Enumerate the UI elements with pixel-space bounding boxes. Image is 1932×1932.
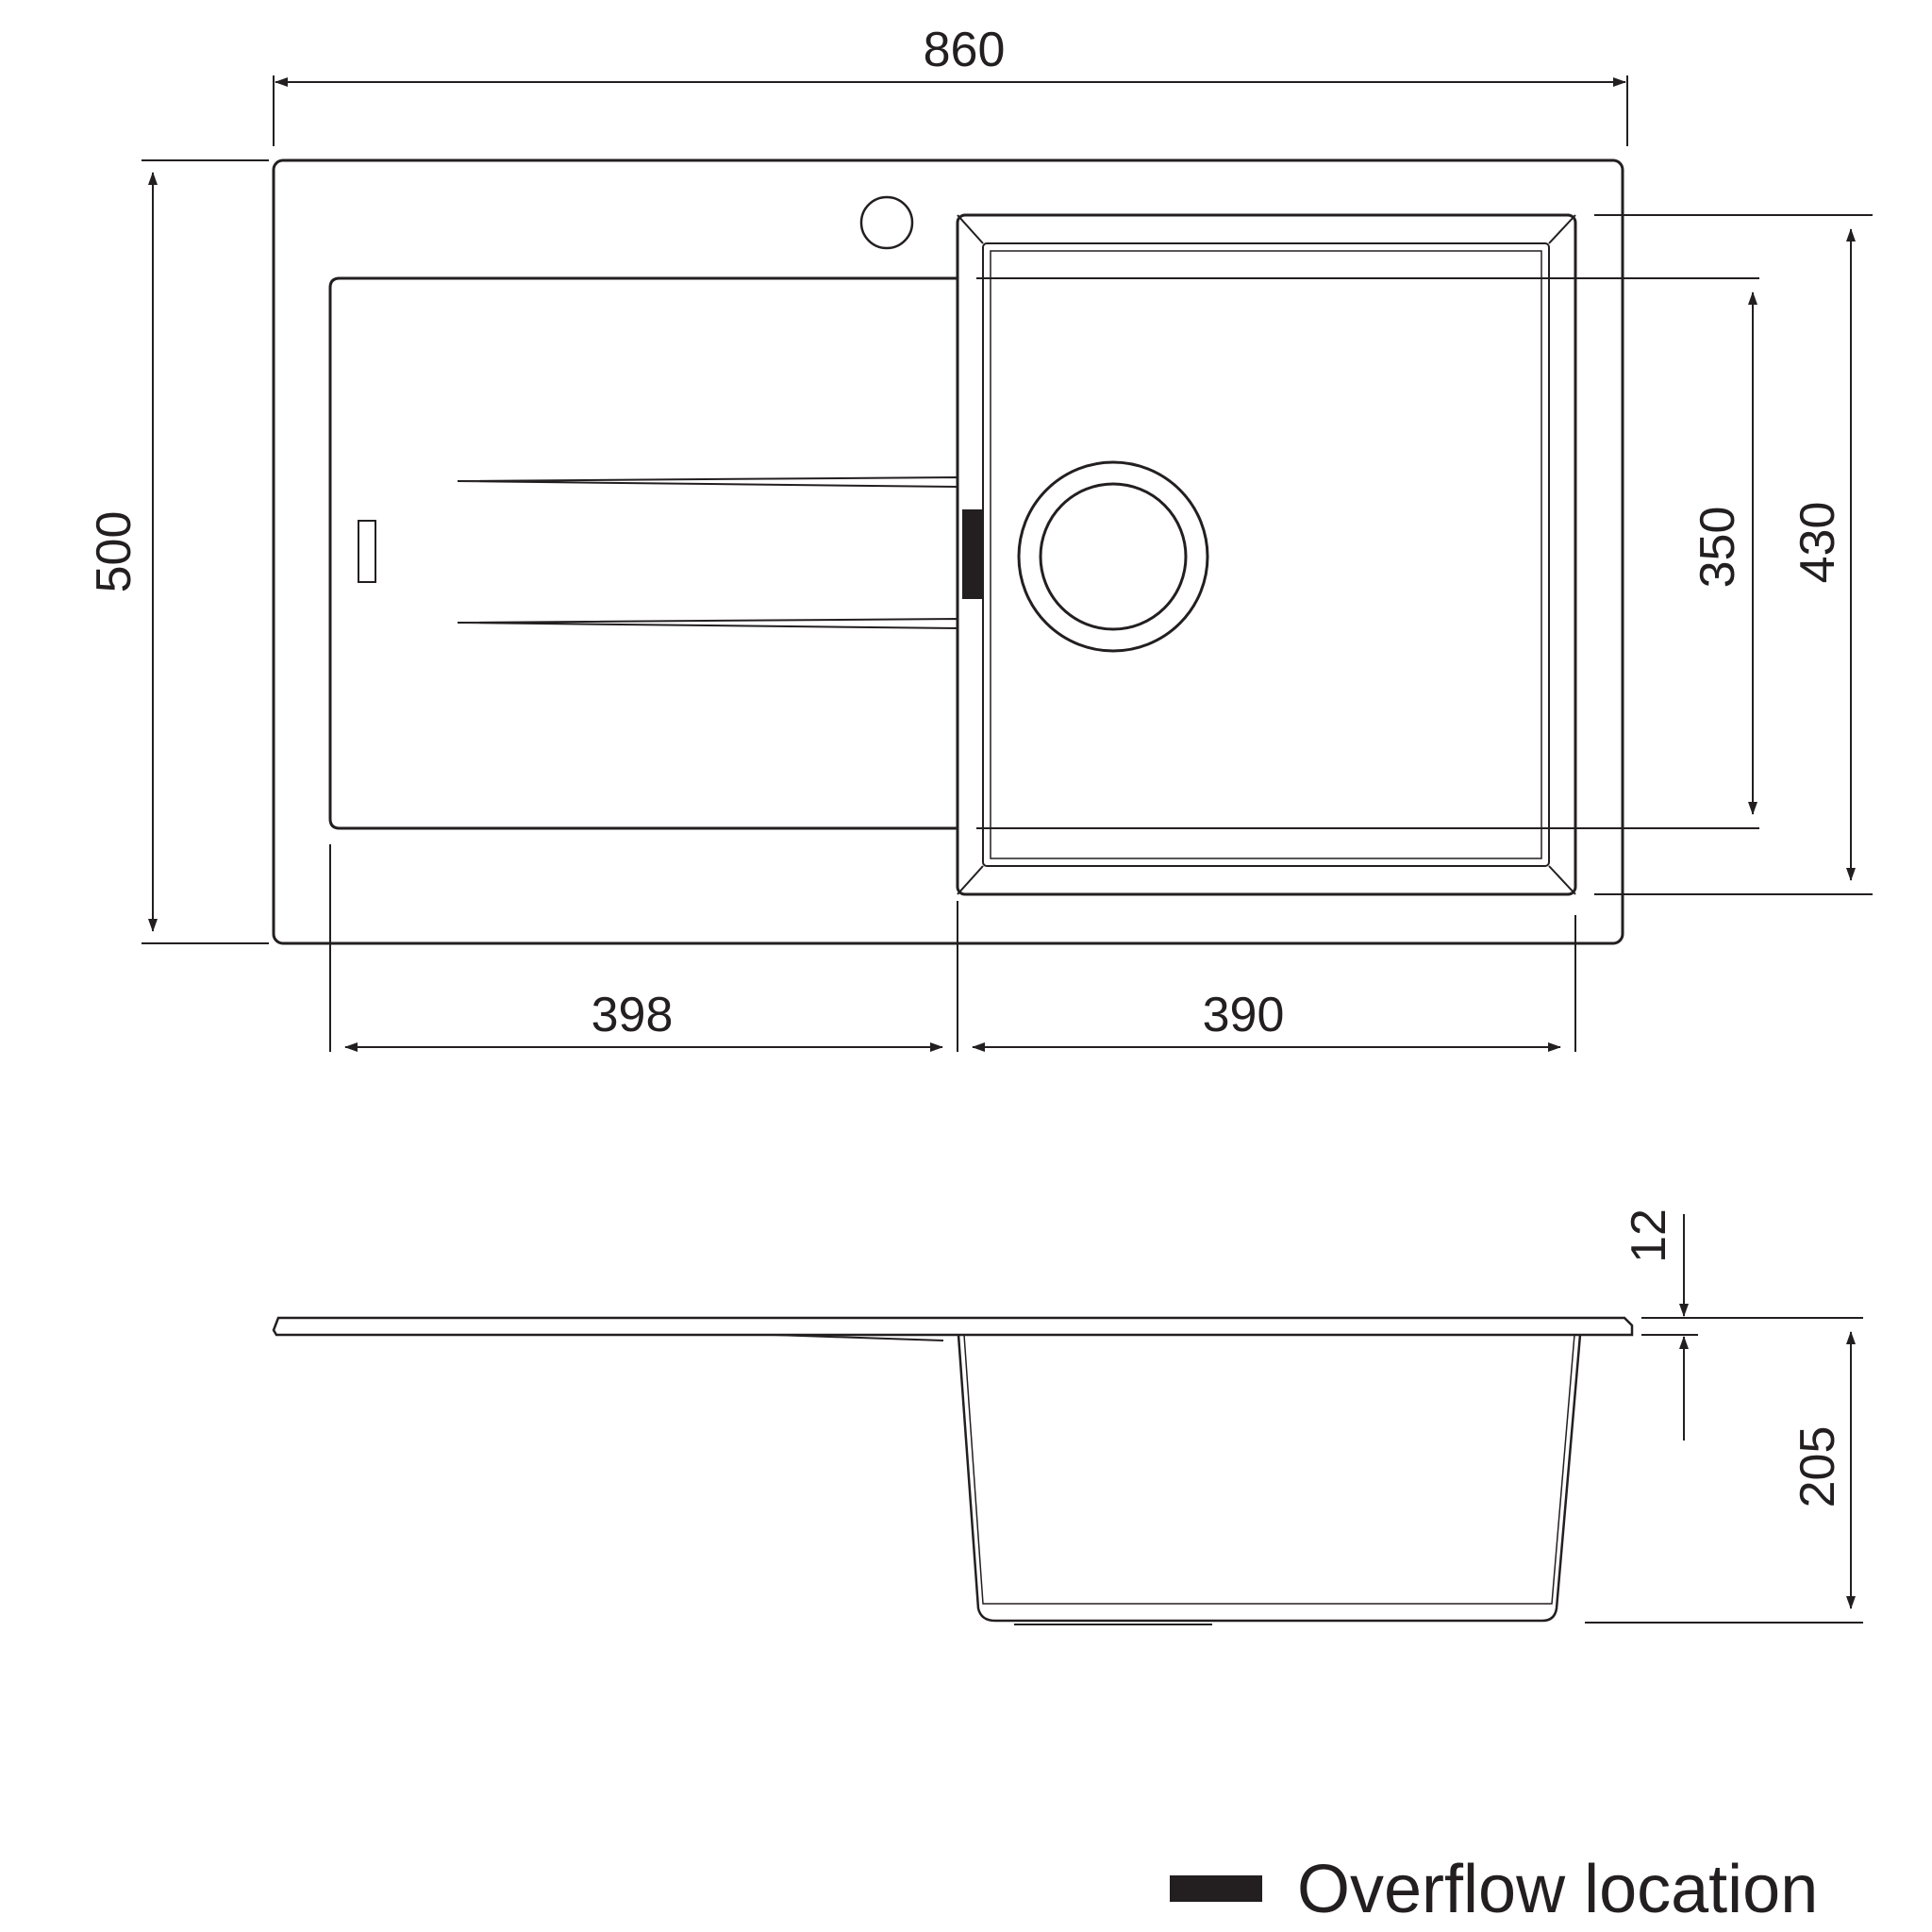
drainer-slope-line [773,1334,944,1341]
drainer-width-label: 398 [591,988,674,1042]
bevel-line [957,865,984,895]
bowl-width-label: 390 [1203,988,1285,1042]
sink-rim-profile [272,1316,1634,1337]
bowl-outer-rim [956,213,1577,896]
overflow-legend-label: Overflow location [1297,1852,1818,1927]
overall-depth-label: 500 [87,511,142,593]
bevel-line [1548,865,1576,895]
overflow-marker [962,509,983,599]
bowl-profile [957,1334,1582,1623]
bowl-inner [982,242,1550,867]
drainer-slot [358,520,376,583]
bowl-outer-length-label: 430 [1790,502,1845,584]
drainer-outline [328,276,958,830]
legend: Overflow location [1170,1852,1818,1927]
tap-hole [859,195,914,250]
drainer-groove-upper [457,475,958,489]
drainer-groove-lower [457,617,958,630]
bowl-inner-length-label: 350 [1690,507,1745,589]
bowl-inner-line [990,250,1542,859]
bevel-line [1548,214,1576,244]
top-view: 860 500 398 390 350 430 [87,23,1873,1052]
bowl-depth-label: 205 [1790,1426,1845,1508]
rim-thickness-label: 12 [1622,1208,1676,1263]
bowl-inner-profile [963,1334,1575,1605]
waste-outlet-inner [1039,482,1188,631]
bevel-line [957,214,984,244]
sink-outline [272,158,1624,945]
overflow-legend-swatch [1170,1875,1262,1902]
waste-outlet-outer [1017,460,1209,653]
overall-width-label: 860 [924,23,1006,77]
side-view: 12 205 [272,1208,1863,1625]
